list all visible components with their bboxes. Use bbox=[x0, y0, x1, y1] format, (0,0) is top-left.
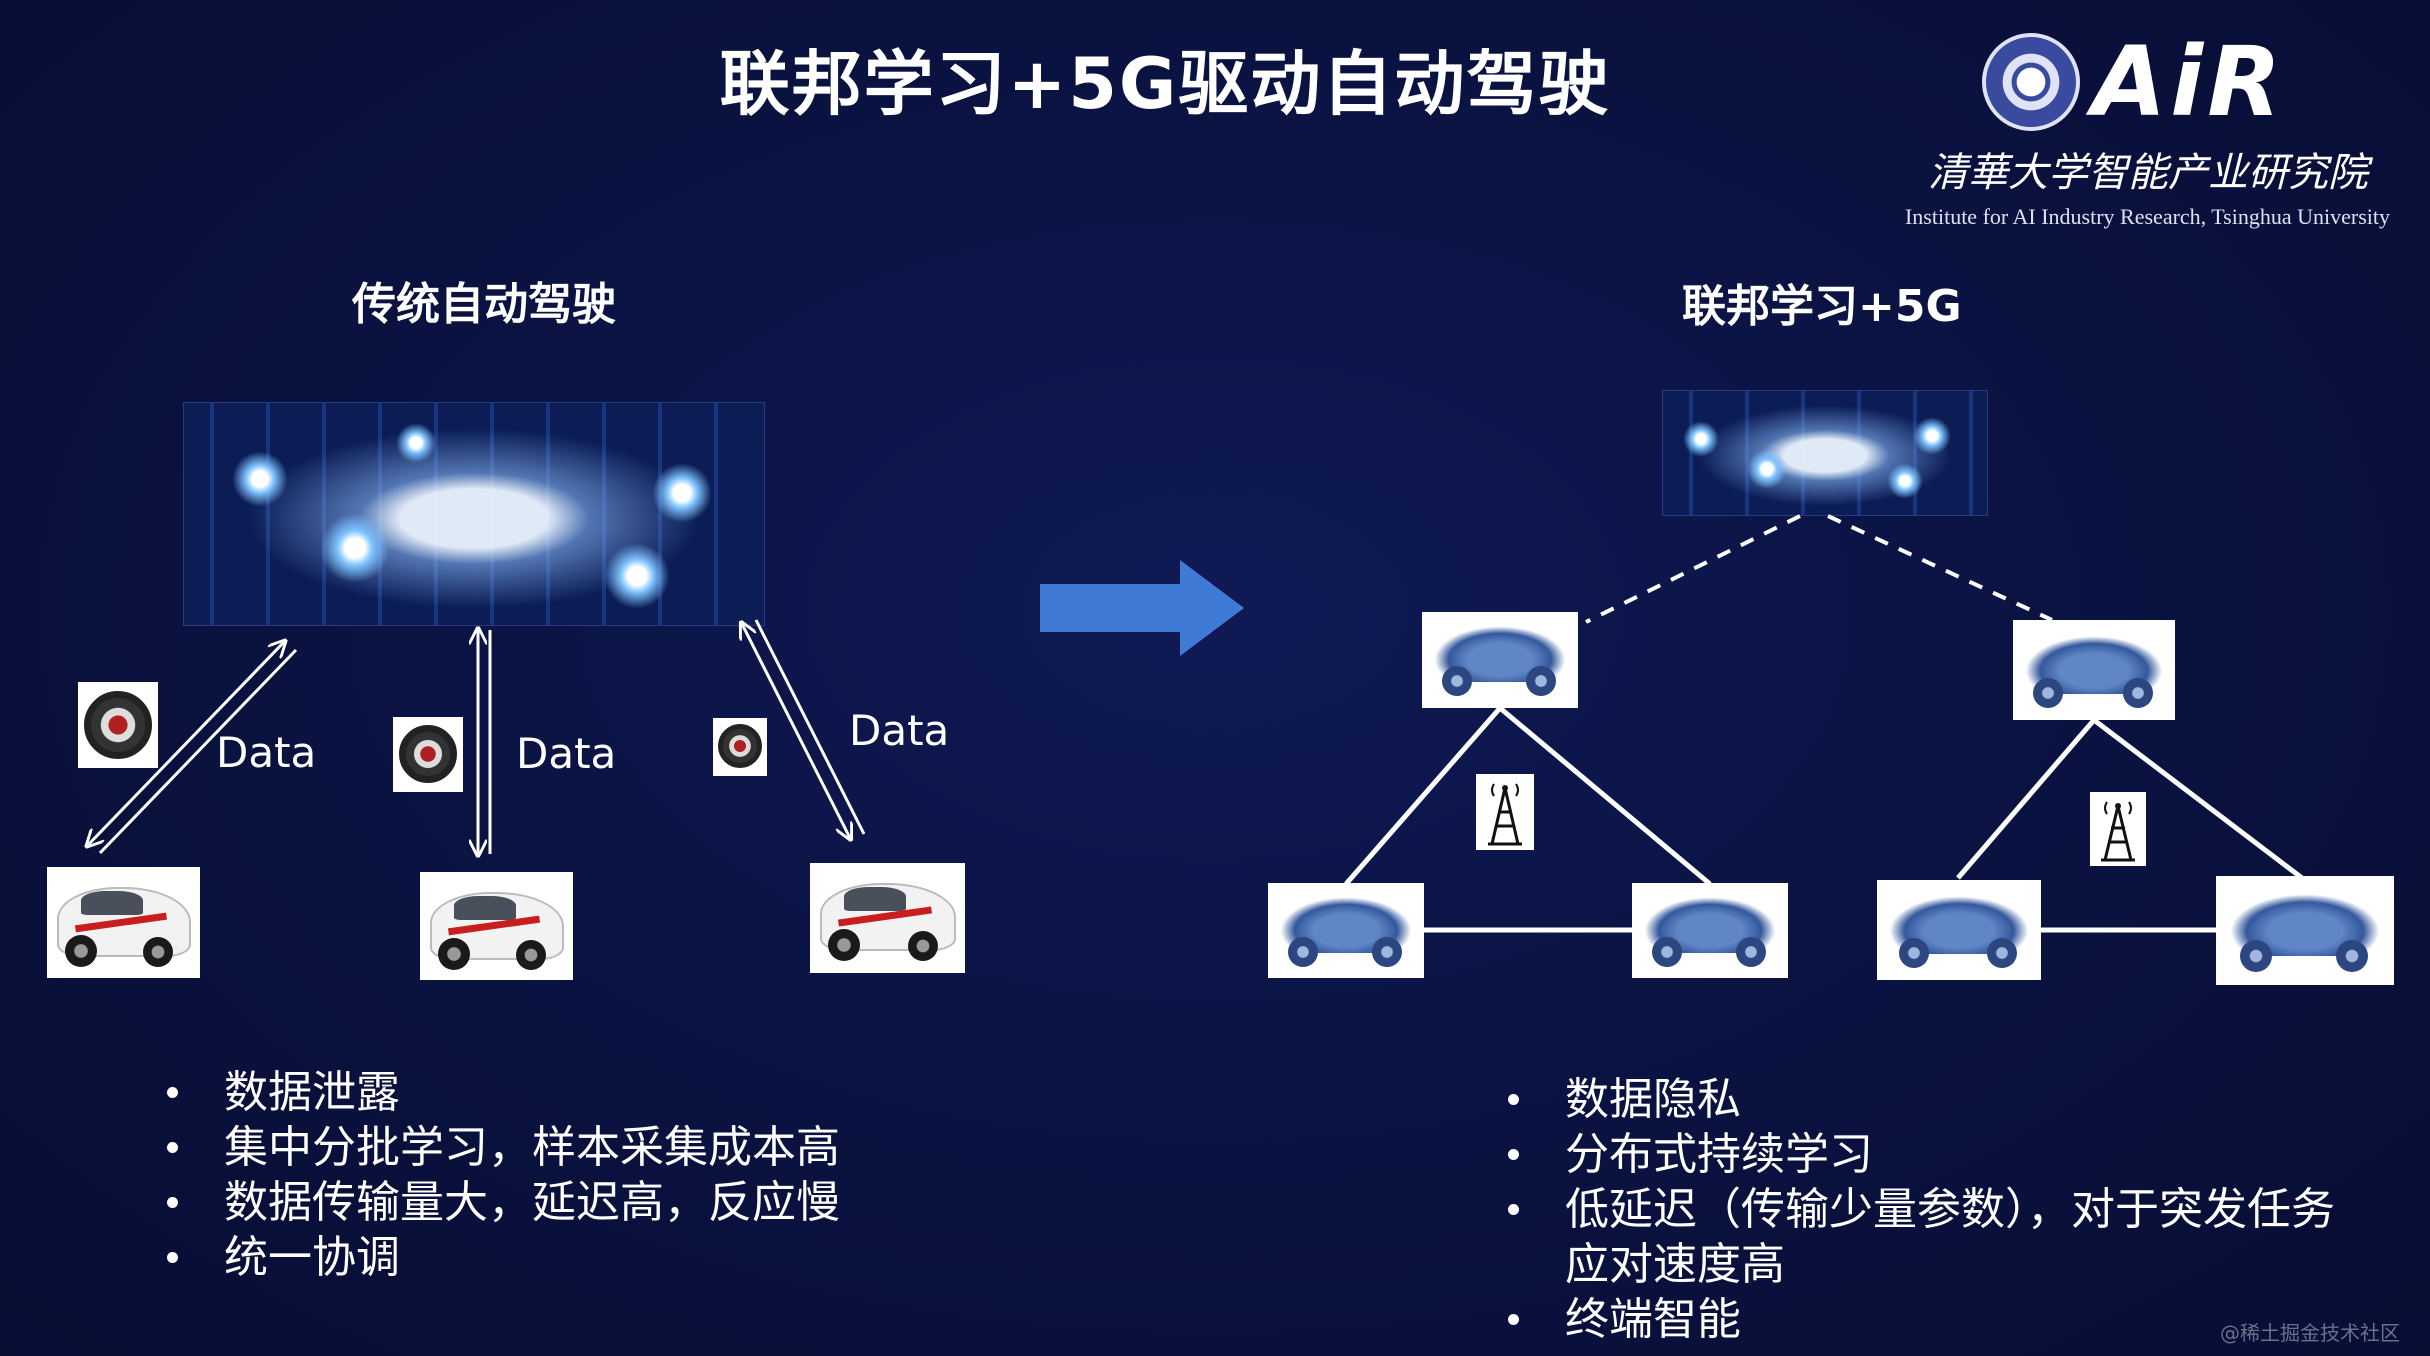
dashed-link-right bbox=[1827, 514, 2053, 622]
list-item: 低延迟（传输少量参数），对于突发任务应对速度高 bbox=[1508, 1182, 2358, 1292]
cloud-server-icon bbox=[1662, 390, 1988, 516]
cloud-server-icon bbox=[183, 402, 765, 626]
right-network bbox=[1956, 718, 2304, 933]
list-item: 终端智能 bbox=[1508, 1292, 2358, 1347]
page-title: 联邦学习+5G驱动自动驾驶 bbox=[719, 43, 1611, 125]
data-arrow-2 bbox=[478, 630, 492, 854]
logo-brand: AiR bbox=[2092, 26, 2286, 138]
steering-wheel-icon bbox=[713, 718, 767, 776]
car-icon bbox=[810, 863, 965, 973]
car-icon bbox=[1877, 880, 2041, 980]
list-item: 分布式持续学习 bbox=[1508, 1127, 2358, 1182]
car-icon bbox=[420, 872, 573, 980]
car-icon bbox=[1422, 612, 1578, 708]
transition-arrow bbox=[1040, 560, 1244, 656]
car-icon bbox=[2013, 620, 2175, 720]
cell-tower-icon bbox=[2090, 792, 2146, 866]
car-icon bbox=[2216, 876, 2394, 985]
car-icon bbox=[1268, 883, 1424, 978]
steering-wheel-icon bbox=[393, 717, 463, 792]
logo-english-name: Institute for AI Industry Research, Tsin… bbox=[1904, 204, 2390, 229]
list-item: 统一协调 bbox=[167, 1230, 987, 1285]
car-icon bbox=[47, 867, 200, 978]
left-network bbox=[1344, 706, 1712, 933]
car-icon bbox=[1632, 883, 1788, 978]
university-emblem-icon bbox=[1982, 33, 2080, 131]
list-item: 数据传输量大，延迟高，反应慢 bbox=[167, 1175, 987, 1230]
list-item: 数据泄露 bbox=[167, 1065, 987, 1120]
data-arrow-3 bbox=[742, 620, 866, 838]
right-bullet-list: 数据隐私 分布式持续学习 低延迟（传输少量参数），对于突发任务应对速度高 终端智… bbox=[1508, 1072, 2358, 1347]
data-label: Data bbox=[216, 728, 317, 777]
left-bullet-list: 数据泄露 集中分批学习，样本采集成本高 数据传输量大，延迟高，反应慢 统一协调 bbox=[167, 1065, 987, 1285]
dashed-link-left bbox=[1585, 514, 1801, 624]
data-arrow-1 bbox=[88, 642, 298, 855]
list-item: 数据隐私 bbox=[1508, 1072, 2358, 1127]
data-label: Data bbox=[516, 729, 617, 778]
left-heading: 传统自动驾驶 bbox=[352, 279, 616, 330]
cell-tower-icon bbox=[1476, 774, 1534, 850]
logo-chinese-name: 清華大学智能产业研究院 bbox=[1928, 150, 2368, 196]
data-label: Data bbox=[849, 706, 950, 755]
steering-wheel-icon bbox=[78, 682, 158, 768]
list-item: 集中分批学习，样本采集成本高 bbox=[167, 1120, 987, 1175]
right-heading: 联邦学习+5G bbox=[1682, 281, 1962, 332]
watermark: @稀土掘金技术社区 bbox=[2220, 1321, 2400, 1345]
